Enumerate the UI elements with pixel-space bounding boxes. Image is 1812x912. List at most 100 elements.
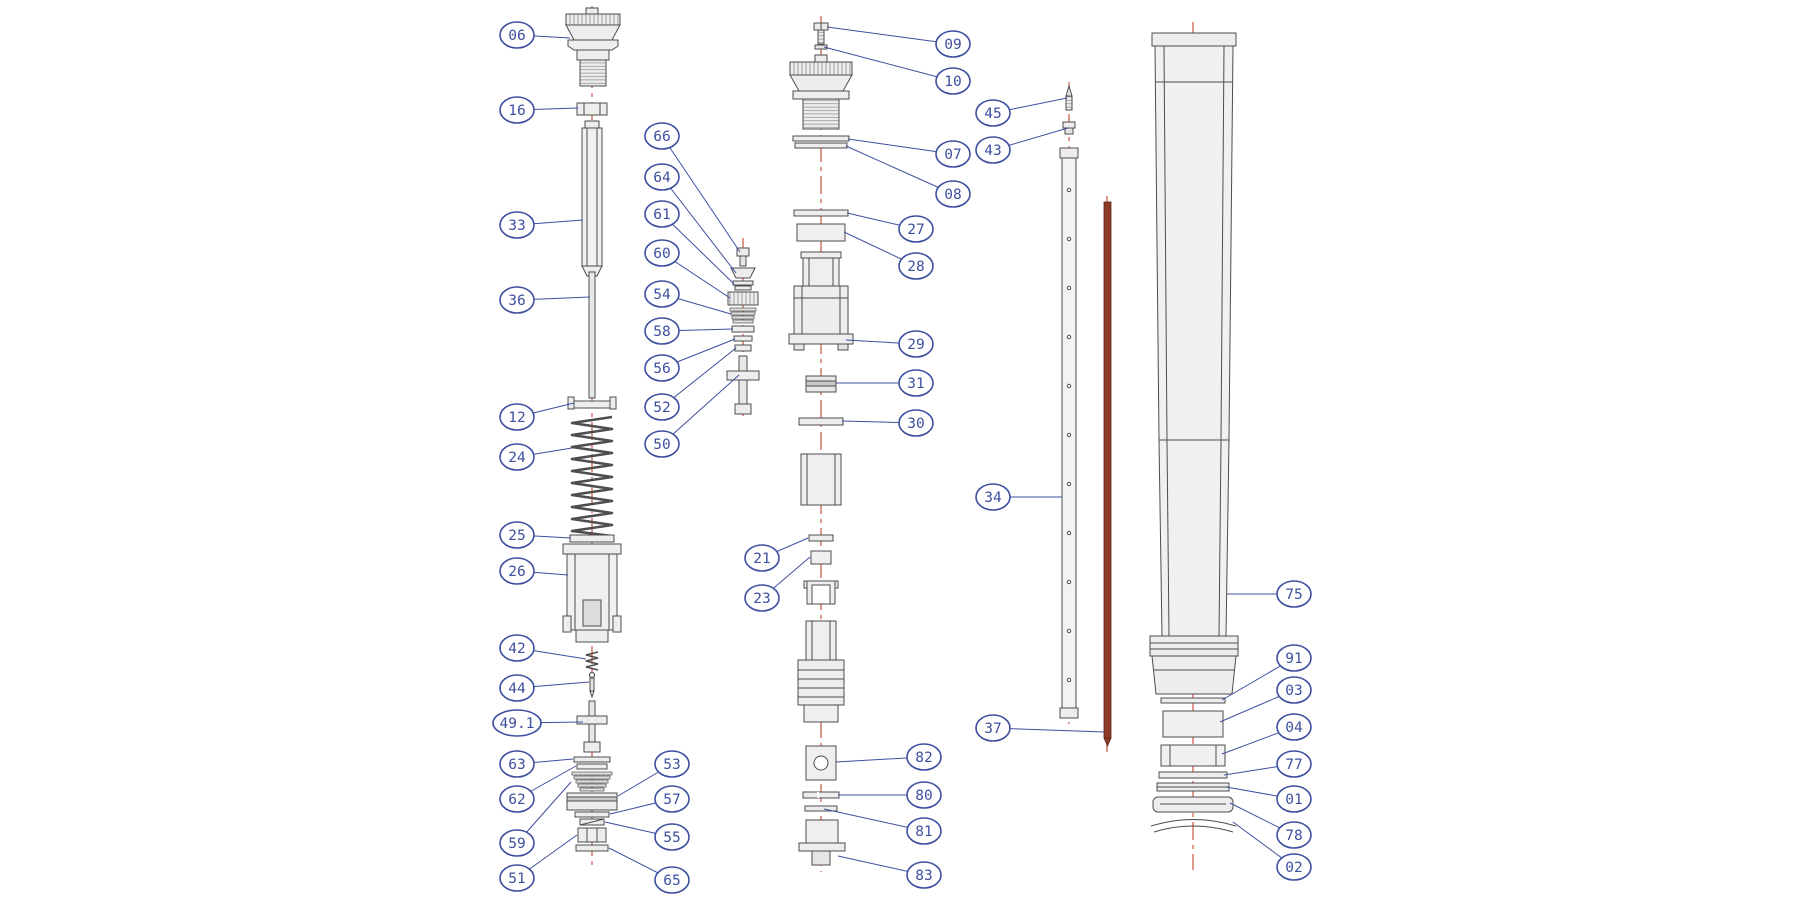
callout-label: 29 — [907, 337, 924, 353]
bushing-16 — [576, 102, 608, 116]
callout-label: 26 — [508, 564, 525, 580]
callout-balloon — [654, 750, 690, 778]
snap-ring-80 — [802, 791, 840, 799]
callout-balloon — [644, 354, 680, 382]
callout-balloon — [1276, 676, 1312, 704]
top-screw-09 — [813, 22, 829, 50]
callout-08: 08 — [845, 145, 971, 208]
main-spring-24 — [570, 415, 614, 538]
callout-82: 82 — [835, 743, 942, 771]
bushing-04 — [1160, 744, 1226, 767]
callout-balloon — [906, 861, 942, 889]
callout-61: 61 — [644, 200, 735, 285]
spring-collar-25 — [569, 534, 615, 543]
callout-59: 59 — [499, 781, 572, 857]
callout-label: 03 — [1285, 683, 1302, 699]
leader-line — [992, 727, 1106, 733]
callout-33: 33 — [499, 211, 584, 239]
callout-78: 78 — [1229, 802, 1312, 849]
callout-balloon — [898, 369, 934, 397]
callout-balloon — [654, 866, 690, 894]
callout-label: 53 — [663, 757, 680, 773]
callout-label: 56 — [653, 361, 670, 377]
callout-label: 77 — [1285, 757, 1302, 773]
callout-label: 08 — [944, 187, 961, 203]
spacer-23 — [810, 550, 832, 565]
callout-36: 36 — [499, 286, 591, 314]
callout-label: 25 — [508, 528, 525, 544]
callout-23: 23 — [744, 556, 811, 612]
cartridge-rod-34 — [1059, 147, 1079, 719]
callout-49-1: 49.1 — [492, 709, 584, 737]
callout-balloon — [644, 317, 680, 345]
callout-64: 64 — [644, 163, 737, 274]
callout-balloon — [975, 714, 1011, 742]
callout-label: 23 — [753, 591, 770, 607]
callout-balloon — [644, 393, 680, 421]
callout-25: 25 — [499, 521, 572, 549]
leader-line — [823, 46, 954, 82]
cup-mid — [803, 580, 839, 605]
leader-line — [845, 145, 954, 195]
callout-label: 24 — [508, 450, 526, 466]
callout-label: 57 — [663, 792, 680, 808]
callout-balloon — [898, 409, 934, 437]
callout-54: 54 — [644, 280, 732, 315]
callout-balloon — [654, 823, 690, 851]
callout-balloon — [898, 252, 934, 280]
callout-label: 60 — [653, 246, 670, 262]
callout-balloon — [644, 122, 680, 150]
callout-balloon — [499, 96, 535, 124]
callout-balloon — [644, 430, 680, 458]
callout-09: 09 — [826, 26, 971, 58]
callout-62: 62 — [499, 765, 577, 813]
callout-label: 59 — [508, 836, 525, 852]
callout-label: 80 — [915, 788, 932, 804]
callout-27: 27 — [846, 212, 934, 243]
callout-label: 43 — [984, 143, 1001, 159]
callout-83: 83 — [837, 855, 942, 889]
callout-balloon — [898, 215, 934, 243]
callout-label: 51 — [508, 871, 525, 887]
callout-label: 02 — [1285, 860, 1302, 876]
callout-balloon — [644, 200, 680, 228]
callout-label: 42 — [508, 641, 525, 657]
collar-43 — [1062, 121, 1076, 135]
callout-label: 30 — [907, 416, 924, 432]
spacer-28 — [796, 223, 846, 242]
pushrod-36 — [588, 271, 596, 399]
callout-balloon — [499, 634, 535, 662]
callout-01: 01 — [1225, 785, 1312, 813]
callout-balloon — [975, 136, 1011, 164]
callout-label: 81 — [915, 824, 932, 840]
cap-washers-07-08 — [792, 135, 850, 149]
callout-56: 56 — [644, 338, 736, 382]
callout-65: 65 — [608, 847, 690, 894]
callout-balloon — [492, 709, 542, 737]
callout-57: 57 — [609, 785, 690, 815]
callout-12: 12 — [499, 402, 575, 431]
fork-cap-left — [565, 7, 621, 87]
callout-balloon — [654, 785, 690, 813]
callout-label: 82 — [915, 750, 932, 766]
callout-balloon — [499, 829, 535, 857]
needle-44 — [588, 671, 596, 699]
washer-77 — [1158, 771, 1228, 779]
callout-label: 10 — [944, 74, 961, 90]
callout-label: 37 — [984, 721, 1001, 737]
callout-label: 06 — [508, 28, 525, 44]
callout-31: 31 — [836, 369, 934, 397]
bottom-fitting-83 — [798, 819, 846, 866]
callout-label: 01 — [1285, 792, 1302, 808]
callout-29: 29 — [845, 330, 934, 358]
callout-label: 44 — [508, 681, 526, 697]
spring-seat-12 — [567, 396, 617, 410]
callout-80: 80 — [838, 781, 942, 809]
check-spring-42 — [585, 651, 599, 671]
leader-line — [661, 176, 737, 274]
callout-balloon — [499, 403, 535, 431]
callout-label: 50 — [653, 437, 670, 453]
callout-balloon — [499, 211, 535, 239]
oil-seal-78 — [1152, 796, 1234, 813]
